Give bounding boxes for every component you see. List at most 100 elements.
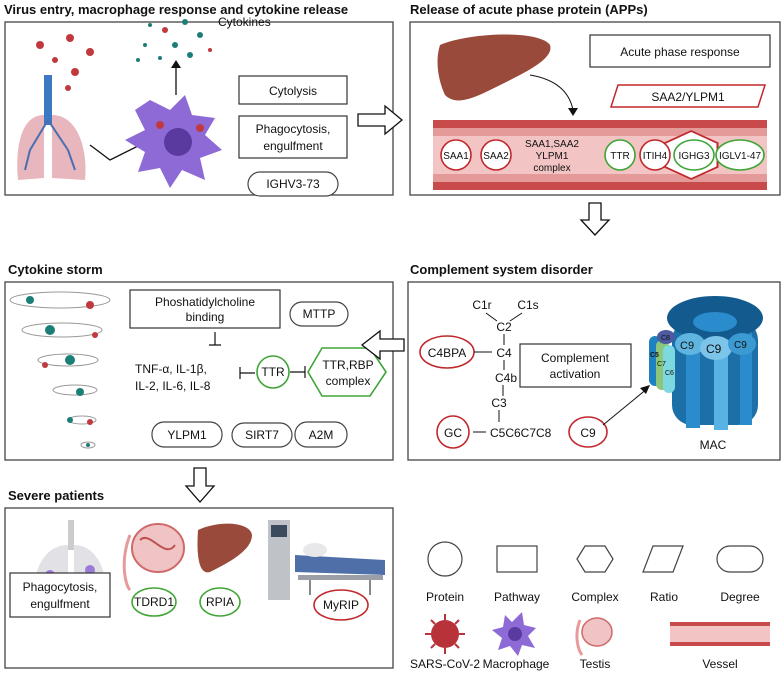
panel-title-storm: Cytokine storm [8,262,103,277]
c4b-label: C4b [495,371,517,385]
c4-label: C4 [496,346,512,360]
c5-c8-label: C5C6C7C8 [490,426,552,440]
cytokine-dots [136,19,212,62]
liver-icon-severe [197,523,252,573]
a2m-degree [294,421,348,448]
saa2-ylpm1-ratio [609,84,767,108]
ttr-storm-label: TTR [261,365,285,379]
gc-protein [436,415,470,449]
legend-protein: Protein [426,590,464,604]
phagocytosis-label: Phagocytosis, [256,122,331,136]
hospital-bed-icon [268,520,385,600]
rpia-label: RPIA [206,595,234,609]
panel-title-virus-entry: Virus entry, macrophage response and cyt… [4,2,348,17]
phagocytosis-pathway-severe [9,572,111,618]
panel-title-complement: Complement system disorder [410,262,593,277]
legend-complex-shape [576,545,614,573]
pc-label-1: Phoshatidylcholine [155,295,255,309]
legend-testis-icon [575,617,613,656]
mac-c8-label: C8 [661,335,670,342]
panel-title-severe: Severe patients [8,488,104,503]
tdrd1-protein [131,587,177,617]
complement-activation-pathway [519,343,632,388]
a2m-label: A2M [309,428,334,442]
rpia-protein [199,587,241,617]
phago-severe-label-2: engulfment [30,597,90,611]
ttr-protein-storm [256,355,290,389]
mac-c9-label: C9 [706,342,722,356]
mac-c7-label: C7 [657,361,666,368]
phagocytosis-pathway [238,115,348,159]
itih4-label: ITIH4 [643,151,668,162]
cytolysis-pathway [238,75,348,105]
ighv3-73-degree [247,171,339,197]
legend-macrophage: Macrophage [483,657,550,671]
complex-label-1: SAA1,SAA2 [525,139,579,150]
legend-macrophage-icon [492,612,536,656]
complex-label-3: complex [533,163,570,174]
myrip-label: MyRIP [323,598,359,612]
mttp-degree [289,301,349,327]
saa2-label: SAA2 [483,151,509,162]
c2-label: C2 [496,320,512,334]
phago-severe-label-1: Phagocytosis, [23,580,98,594]
gc-label: GC [444,426,462,440]
saa1-protein [440,139,472,171]
legend-degree: Degree [720,590,760,604]
liver-icon [437,34,551,101]
legend-pathway-shape [496,545,538,573]
legend-ratio: Ratio [650,590,678,604]
ighg3-protein [673,139,715,171]
iglv1-47-protein [715,139,765,171]
mac-c6-label: C6 [665,370,674,377]
legend-ratio-shape [642,545,684,573]
phosphatidylcholine-pathway [129,289,281,329]
mac-c9-label: C9 [680,340,694,352]
pc-label-2: binding [186,310,225,324]
engulfment-label: engulfment [263,139,323,153]
ylpm1-label: YLPM1 [167,428,207,442]
cytokine-storm-tornado [9,291,111,449]
complement-label-2: activation [550,367,601,381]
cytolysis-label: Cytolysis [269,84,317,98]
mac-label: MAC [700,438,727,452]
itih4-protein [639,139,671,171]
saa2-protein [480,139,512,171]
cytokines-label: Cytokines [218,15,271,29]
c4bpa-label: C4BPA [428,346,466,360]
sirt7-degree [231,422,293,448]
ighv3-73-label: IGHV3-73 [266,177,320,191]
complex-label-2: YLPM1 [536,151,569,162]
legend-protein-shape [427,541,463,577]
acute-phase-label: Acute phase response [620,45,740,59]
c9-protein [568,416,608,448]
saa1-label: SAA1 [443,151,469,162]
mttp-label: MTTP [303,307,336,321]
arrow-left [360,329,405,361]
ttr-rbp-label-1: TTR,RBP [322,358,373,372]
legend-virus: SARS-CoV-2 [410,657,480,671]
sirt7-label: SIRT7 [245,428,279,442]
ttr-protein [604,139,636,171]
ttr-label: TTR [610,151,629,162]
c3-label: C3 [491,396,507,410]
macrophage-icon [125,95,222,188]
ttr-rbp-label-2: complex [326,374,371,388]
virus-icon [36,34,94,91]
cytokine-list-1: TNF-α, IL-1β, [135,362,207,376]
arrow-right [357,104,404,136]
c1r-label: C1r [472,298,491,312]
legend-degree-shape [716,545,764,573]
myrip-protein [313,589,369,621]
legend: Protein Pathway Complex Ratio Degree SAR… [410,541,770,671]
lungs-icon [17,75,86,180]
panel-title-app: Release of acute phase protein (APPs) [410,2,648,17]
ylpm1-degree [151,421,223,448]
legend-testis: Testis [580,657,611,671]
mac-c5-label: C5 [650,352,659,359]
testis-icon [122,523,185,592]
ratio-label: SAA2/YLPM1 [651,90,725,104]
legend-virus-icon [425,614,465,654]
c1s-label: C1s [517,298,538,312]
